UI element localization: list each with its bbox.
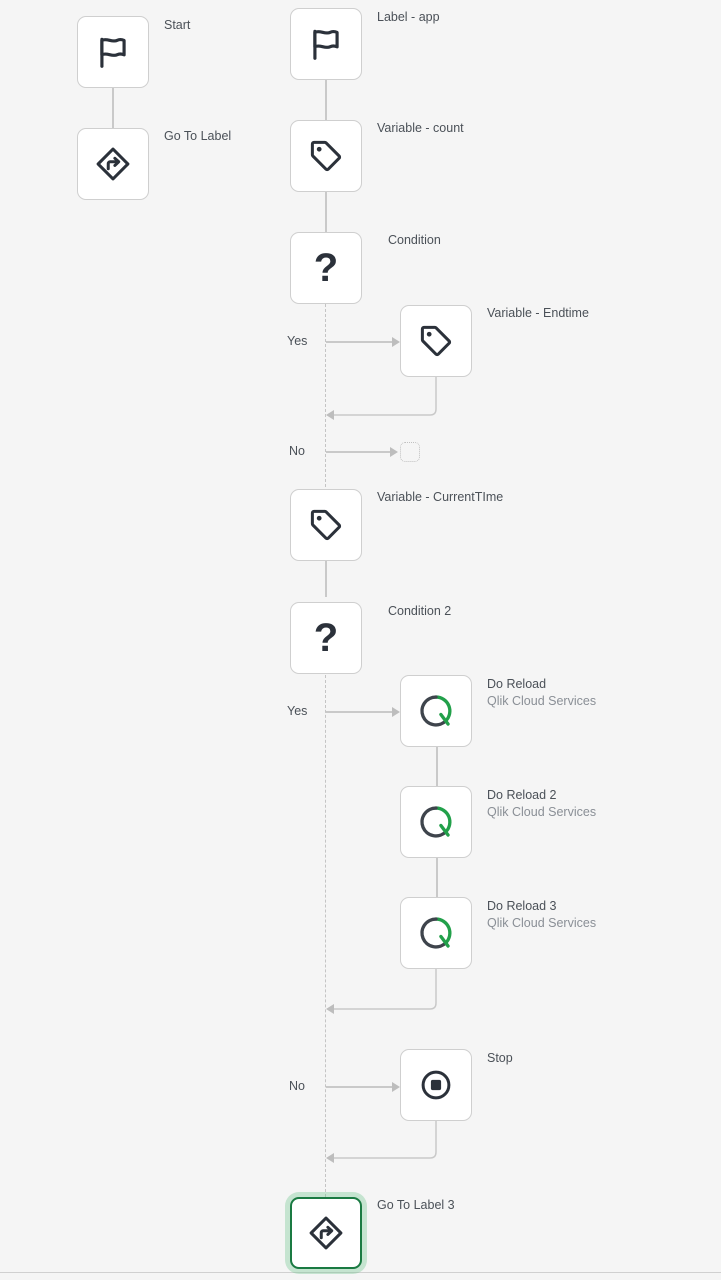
node-variable-endtime[interactable] xyxy=(400,305,472,377)
node-label-variable-endtime: Variable - Endtime xyxy=(487,306,589,320)
node-label-do-reload-3: Do Reload 3 xyxy=(487,899,557,913)
connector-condition2-branch-spine xyxy=(325,675,326,1197)
node-do-reload-2[interactable] xyxy=(400,786,472,858)
node-label-app[interactable] xyxy=(290,8,362,80)
connector-do-reload-2-to-3 xyxy=(436,858,438,898)
node-label-goto-label: Go To Label xyxy=(164,129,232,143)
node-do-reload-3[interactable] xyxy=(400,897,472,969)
node-condition-2[interactable]: ? xyxy=(290,602,362,674)
node-variable-currenttime[interactable] xyxy=(290,489,362,561)
question-mark-icon: ? xyxy=(313,246,339,290)
arrowhead-stop-merge xyxy=(326,1153,334,1163)
connector-yes-to-do-reload xyxy=(326,711,392,713)
node-variable-count[interactable] xyxy=(290,120,362,192)
node-goto-label-3[interactable] xyxy=(290,1197,362,1269)
node-label-condition: Condition xyxy=(388,233,441,247)
connector-no-to-placeholder xyxy=(326,451,390,453)
tag-icon xyxy=(417,322,455,360)
node-goto-label[interactable] xyxy=(77,128,149,200)
qlik-icon xyxy=(417,803,455,841)
arrowhead-do-reload-3-merge xyxy=(326,1004,334,1014)
node-label-do-reload-2: Do Reload 2 xyxy=(487,788,557,802)
branch-label-no-condition: No xyxy=(289,444,305,458)
connector-stop-merge xyxy=(334,1121,437,1159)
node-stop[interactable] xyxy=(400,1049,472,1121)
empty-placeholder-icon[interactable] xyxy=(400,442,420,462)
node-label-condition-2: Condition 2 xyxy=(388,604,452,618)
flag-icon xyxy=(94,33,132,71)
connector-yes-to-endtime xyxy=(326,341,392,343)
node-label-variable-count: Variable - count xyxy=(377,121,464,135)
stop-icon xyxy=(418,1067,454,1103)
connector-labelapp-to-varcount xyxy=(325,80,327,120)
tag-icon xyxy=(307,506,345,544)
node-label-label-app: Label - app xyxy=(377,10,440,24)
connector-no-to-stop xyxy=(326,1086,392,1088)
branch-label-yes-condition: Yes xyxy=(287,334,308,348)
connector-varcount-to-condition xyxy=(325,192,327,232)
arrowhead-no-to-placeholder xyxy=(390,447,398,457)
question-mark-icon: ? xyxy=(313,616,339,660)
tag-icon xyxy=(307,137,345,175)
goto-label-icon xyxy=(307,1214,345,1252)
qlik-icon xyxy=(417,692,455,730)
connector-condition-branch-spine xyxy=(325,304,326,487)
flag-icon xyxy=(307,25,345,63)
arrowhead-yes-to-endtime xyxy=(392,337,400,347)
node-label-stop: Stop xyxy=(487,1051,513,1065)
qlik-icon xyxy=(417,914,455,952)
goto-label-icon xyxy=(94,145,132,183)
node-do-reload[interactable] xyxy=(400,675,472,747)
arrowhead-no-to-stop xyxy=(392,1082,400,1092)
node-label-variable-currenttime: Variable - CurrentTIme xyxy=(377,490,504,504)
connector-endtime-merge xyxy=(334,377,437,416)
node-sublabel-do-reload-2: Qlik Cloud Services xyxy=(487,805,597,819)
node-sublabel-do-reload-3: Qlik Cloud Services xyxy=(487,916,597,930)
arrowhead-yes-to-do-reload xyxy=(392,707,400,717)
branch-label-yes-condition-2: Yes xyxy=(287,704,308,718)
node-start[interactable] xyxy=(77,16,149,88)
arrowhead-endtime-merge xyxy=(326,410,334,420)
node-label-goto-label-3: Go To Label 3 xyxy=(377,1198,455,1212)
node-condition[interactable]: ? xyxy=(290,232,362,304)
connector-start-to-goto xyxy=(112,88,114,128)
connector-varcurrenttime-to-condition2 xyxy=(325,557,327,597)
connector-do-reload-to-2 xyxy=(436,747,438,787)
branch-label-no-condition-2: No xyxy=(289,1079,305,1093)
node-label-start: Start xyxy=(164,18,191,32)
canvas-bottom-divider xyxy=(0,1272,721,1273)
node-label-do-reload: Do Reload xyxy=(487,677,547,691)
connector-do-reload-3-merge xyxy=(334,969,437,1010)
node-sublabel-do-reload: Qlik Cloud Services xyxy=(487,694,597,708)
